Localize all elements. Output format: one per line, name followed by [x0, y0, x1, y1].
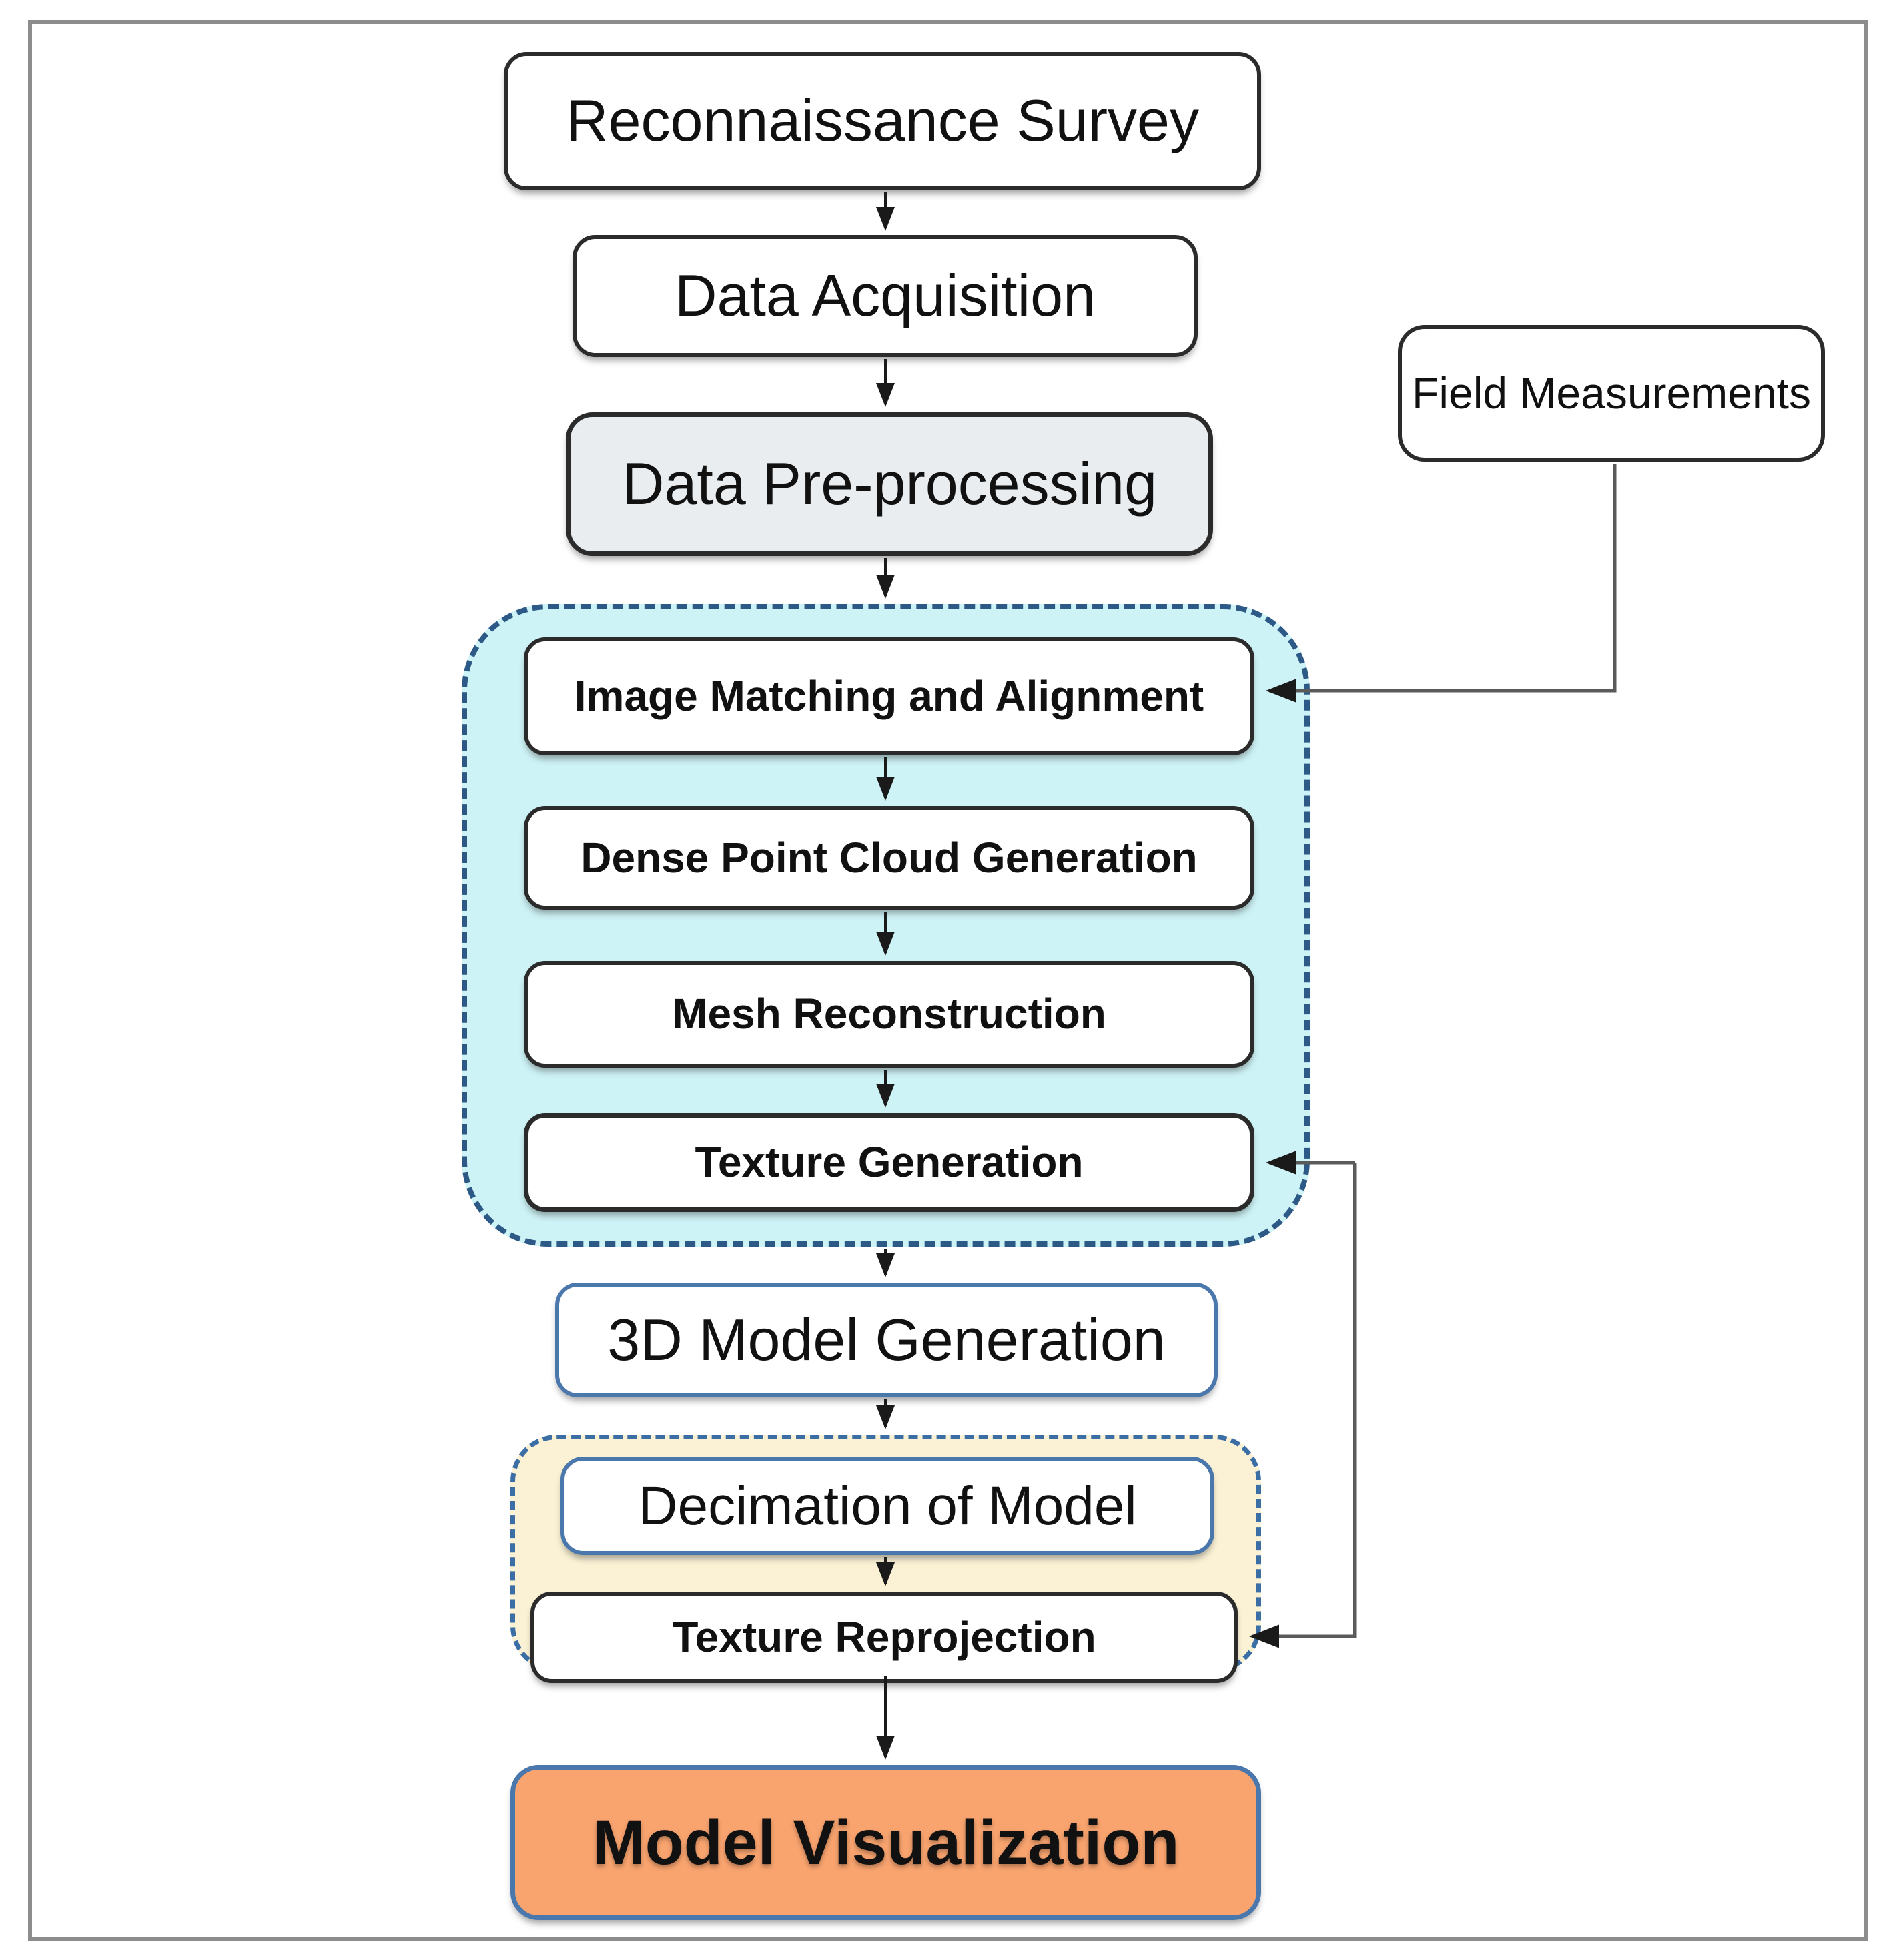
node-mesh-reconstruction: Mesh Reconstruction: [524, 961, 1254, 1068]
node-label: Data Acquisition: [674, 262, 1096, 329]
node-label: Data Pre-processing: [621, 450, 1158, 517]
node-model-visualization: Model Visualization: [510, 1765, 1261, 1920]
node-label: 3D Model Generation: [607, 1306, 1166, 1373]
node-label: Texture Generation: [695, 1138, 1084, 1187]
node-label: Texture Reprojection: [672, 1612, 1096, 1661]
node-label: Field Measurements: [1412, 368, 1811, 418]
outer-frame: [28, 20, 1868, 1941]
node-texture-reprojection: Texture Reprojection: [530, 1592, 1238, 1683]
node-field-measurements: Field Measurements: [1398, 325, 1825, 462]
node-label: Image Matching and Alignment: [574, 671, 1204, 720]
node-data-preprocessing: Data Pre-processing: [566, 412, 1213, 556]
node-reconnaissance-survey: Reconnaissance Survey: [504, 52, 1261, 190]
node-image-matching: Image Matching and Alignment: [524, 637, 1254, 755]
node-label: Reconnaissance Survey: [566, 87, 1199, 154]
node-label: Model Visualization: [592, 1807, 1180, 1878]
node-data-acquisition: Data Acquisition: [573, 235, 1198, 357]
node-label: Decimation of Model: [638, 1475, 1137, 1536]
node-label: Dense Point Cloud Generation: [581, 833, 1198, 882]
node-dense-point-cloud: Dense Point Cloud Generation: [524, 806, 1254, 910]
node-texture-generation: Texture Generation: [524, 1113, 1254, 1212]
node-label: Mesh Reconstruction: [672, 990, 1106, 1038]
node-decimation-of-model: Decimation of Model: [560, 1457, 1214, 1555]
node-3d-model-generation: 3D Model Generation: [555, 1283, 1218, 1397]
